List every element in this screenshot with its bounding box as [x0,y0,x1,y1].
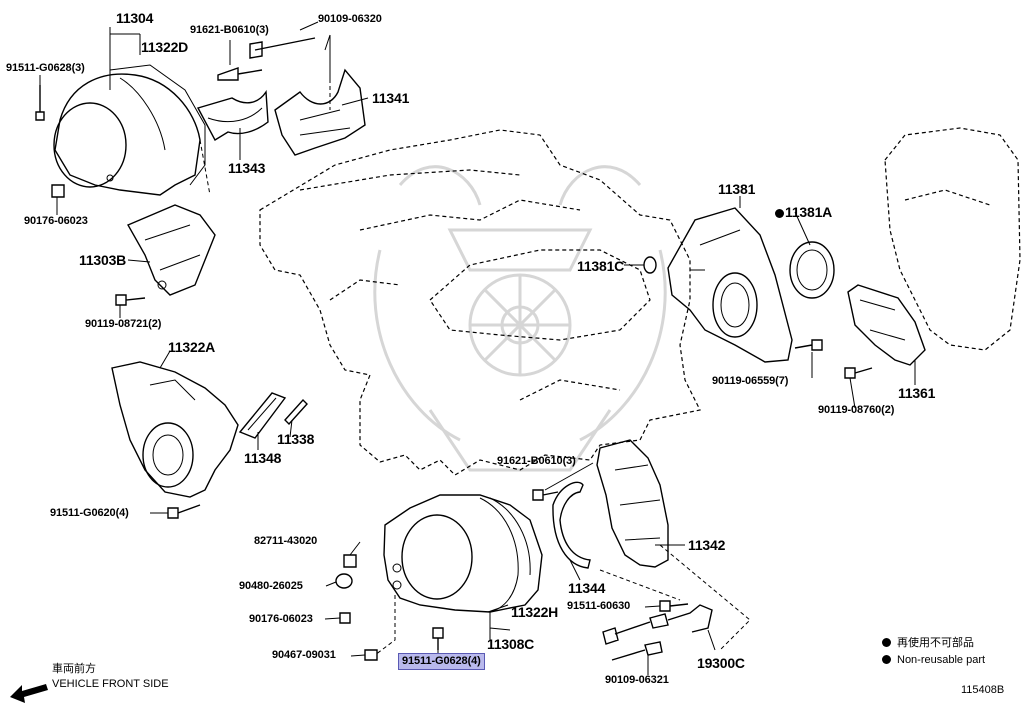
watermark-emblem [373,165,667,472]
label-11344: 11344 [568,580,606,596]
legend-text-jp: 再使用不可部品 [897,637,974,649]
bolt-91511-G0620 [167,504,201,519]
label-90119-08721: 90119-08721(2) [85,318,162,330]
non-reusable-dot-icon [882,638,891,647]
label-11322A: 11322A [168,339,216,355]
label-91511-60630: 91511-60630 [567,600,631,612]
oil-seal-11381A [789,241,835,299]
label-90109-06320: 90109-06320 [318,13,382,25]
timing-cover-11304 [53,64,206,196]
label-91511-G0628-4-highlighted[interactable]: 91511-G0628(4) [398,653,485,670]
bracket-11342 [596,439,669,568]
label-11381A: 11381A [775,205,832,219]
label-91511-G0628-3: 91511-G0628(3) [6,62,85,74]
legend-text-en: Non-reusable part [897,654,986,666]
o-ring-11381C [643,256,657,274]
gasket-11348 [238,392,287,439]
label-11308C: 11308C [487,636,535,652]
label-11381A-text: 11381A [785,204,833,220]
transmission-outline [884,127,1021,351]
label-91621-top: 91621-B0610(3) [190,24,269,36]
gasket-11338 [284,398,308,426]
vehicle-front-label-jp: 車両前方 [52,663,96,675]
label-11341: 11341 [372,90,410,106]
label-90119-08760: 90119-08760(2) [818,404,895,416]
diagram-code: 115408B [961,684,1005,696]
bolt-91511-60630 [659,600,689,612]
legend-item-jp: 再使用不可部品 [882,638,974,649]
sensor-19300C [602,604,713,661]
label-90176-bottom: 90176-06023 [249,613,313,625]
bolt-90119-08760 [844,367,873,379]
cover-11322A [111,361,239,498]
non-reusable-dot-icon [775,209,784,218]
bracket-11343 [196,89,269,141]
non-reusable-dot-icon [882,655,891,664]
plate-11361 [847,284,926,366]
bolt-90119-06559 [794,339,823,351]
label-11342: 11342 [688,537,726,553]
label-90119-06559: 90119-06559(7) [712,375,789,387]
cap-82711 [343,554,357,568]
label-19300C: 19300C [697,655,745,671]
vehicle-front-arrow-icon [10,684,48,703]
label-90480-26025: 90480-26025 [239,580,303,592]
band-11344 [552,481,591,569]
bolt-90176-bottom [339,612,351,624]
label-11338: 11338 [277,431,315,447]
label-11361: 11361 [898,385,936,401]
cover-11308C [383,494,543,613]
label-11343: 11343 [228,160,266,176]
bolt-90176-top [51,184,65,198]
vehicle-front-label-en: VEHICLE FRONT SIDE [52,678,169,690]
label-11322H: 11322H [511,604,559,620]
label-90467-09031: 90467-09031 [272,649,336,661]
label-11348: 11348 [244,450,282,466]
grommet-90480 [335,573,353,589]
bolt-91621-mid [532,489,559,501]
plug-90467 [364,649,378,661]
label-90176-top: 90176-06023 [24,215,88,227]
stud-90109-06320 [249,37,316,59]
bolt-90119-08721 [115,294,146,306]
label-11303B: 11303B [79,252,127,268]
label-91511-G0620: 91511-G0620(4) [50,507,129,519]
label-11381C: 11381C [577,258,625,274]
label-90109-06321: 90109-06321 [605,674,669,686]
legend-item-en: Non-reusable part [882,655,985,666]
bolt-91621-top [217,67,263,81]
engine-block-outline [259,129,701,476]
label-11304: 11304 [116,10,154,26]
leader-lines [39,21,916,675]
label-11322D: 11322D [141,39,189,55]
label-11381: 11381 [718,181,756,197]
label-91621-mid: 91621-B0610(3) [497,455,576,467]
bolt-91511-top-left [35,85,45,121]
label-82711-43020: 82711-43020 [254,535,318,547]
rear-plate-11381 [667,207,793,363]
bracket-11303B [127,204,216,296]
bracket-11341 [274,68,366,156]
